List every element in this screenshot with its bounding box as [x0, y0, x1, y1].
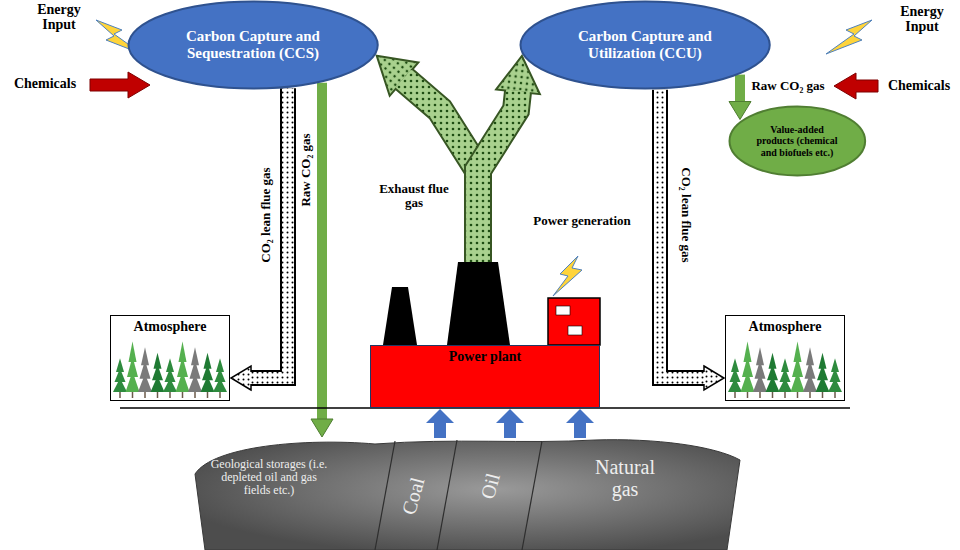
- edge-label: Raw CO₂ gas: [299, 133, 313, 206]
- fuel-label: Natural gas: [580, 456, 670, 500]
- connector-group: [250, 75, 740, 438]
- tree-crown: [166, 358, 174, 372]
- process-ellipse: Carbon Capture and Sequestration (CCS): [127, 0, 379, 90]
- small-chimney: [383, 287, 417, 345]
- generator-building: [548, 298, 600, 345]
- lightning-bolt: [553, 256, 582, 296]
- ground-shape: [195, 440, 740, 550]
- tree-crown: [204, 353, 212, 369]
- tree-crown: [116, 358, 124, 372]
- lean-gas-arrow-stroke: [660, 90, 705, 378]
- lean-gas-arrow-stroke: [250, 88, 288, 378]
- node-label: Atmosphere: [749, 319, 822, 335]
- chemicals-label: Chemicals: [880, 78, 958, 93]
- energy-input-label: Energy Input: [888, 4, 956, 35]
- tree-crown: [806, 347, 814, 365]
- lean-gas-arrow: [660, 90, 705, 378]
- energy-input-label: Energy Input: [26, 2, 92, 33]
- tree-crown: [216, 358, 224, 372]
- tree-crown: [756, 347, 764, 365]
- node-label: Value-added products (chemical and biofu…: [751, 124, 843, 159]
- fuel-feed-arrow-stroke: [574, 422, 586, 438]
- lean-gas-arrow: [250, 88, 288, 378]
- fossil-ground: Geological storages (i.e. depleted oil a…: [195, 438, 740, 550]
- fuel-feed-arrow-stroke: [504, 422, 516, 438]
- tall-chimney: [447, 262, 510, 345]
- process-ellipse: Carbon Capture and Utilization (CCU): [519, 0, 771, 90]
- window: [568, 326, 582, 335]
- fuel-feed-arrow-stroke: [434, 422, 446, 438]
- edge-label: CO₂ lean flue gas: [679, 167, 693, 262]
- product-ellipse: Value-added products (chemical and biofu…: [728, 105, 867, 177]
- tree-crown: [191, 347, 199, 365]
- fuel-feed-arrow: [510, 422, 511, 438]
- fuel-divider: [437, 440, 457, 550]
- raw-co2-arrow: [322, 83, 323, 420]
- ellipse-shape: [128, 2, 377, 89]
- raw-co2-arrow-stroke: [317, 83, 327, 420]
- fuel-divider: [375, 441, 395, 550]
- tree-crown: [794, 342, 802, 362]
- edge-label: CO₂ lean flue gas: [259, 167, 273, 262]
- exhaust-label: Exhaust flue gas: [376, 182, 452, 211]
- tree-crown: [831, 358, 839, 372]
- window: [556, 306, 570, 315]
- fuel-divider: [522, 441, 542, 550]
- tree-crown: [744, 342, 752, 362]
- node-label: Carbon Capture and Utilization (CCU): [559, 28, 731, 63]
- tree-crown: [179, 342, 187, 362]
- tree-crown: [731, 358, 739, 372]
- power-plant-box: Power plant: [370, 345, 600, 408]
- tree-crown: [129, 342, 137, 362]
- atmosphere-box: Atmosphere: [110, 315, 230, 401]
- raw-co2-arrow-stroke: [735, 75, 745, 103]
- tree-crown: [819, 353, 827, 369]
- ellipse-shape: [729, 107, 865, 176]
- chemicals-arrow: [834, 73, 878, 99]
- node-label: Atmosphere: [134, 319, 207, 335]
- tree-crown: [769, 353, 777, 369]
- fuel-feed-arrow: [440, 422, 441, 438]
- atmosphere-box: Atmosphere: [725, 315, 845, 401]
- node-label: Power plant: [449, 349, 521, 365]
- lean-gas-arrow-stroke: [250, 88, 288, 378]
- storage-label: Geological storages (i.e. depleted oil a…: [209, 458, 329, 498]
- fuel-feed-arrow: [580, 422, 581, 438]
- lightning-bolt: [826, 20, 872, 54]
- edge-label: Raw CO₂ gas: [751, 79, 824, 93]
- tree-crown: [141, 347, 149, 365]
- node-label: Carbon Capture and Sequestration (CCS): [167, 28, 339, 63]
- power-generation-label: Power generation: [532, 214, 632, 228]
- lean-gas-arrow-stroke: [660, 90, 705, 378]
- tree-crown: [781, 358, 789, 372]
- raw-co2-arrow: [740, 75, 741, 103]
- chemicals-arrow: [90, 72, 150, 98]
- chemicals-label: Chemicals: [4, 76, 86, 91]
- ellipse-shape: [520, 2, 769, 89]
- tree-crown: [154, 353, 162, 369]
